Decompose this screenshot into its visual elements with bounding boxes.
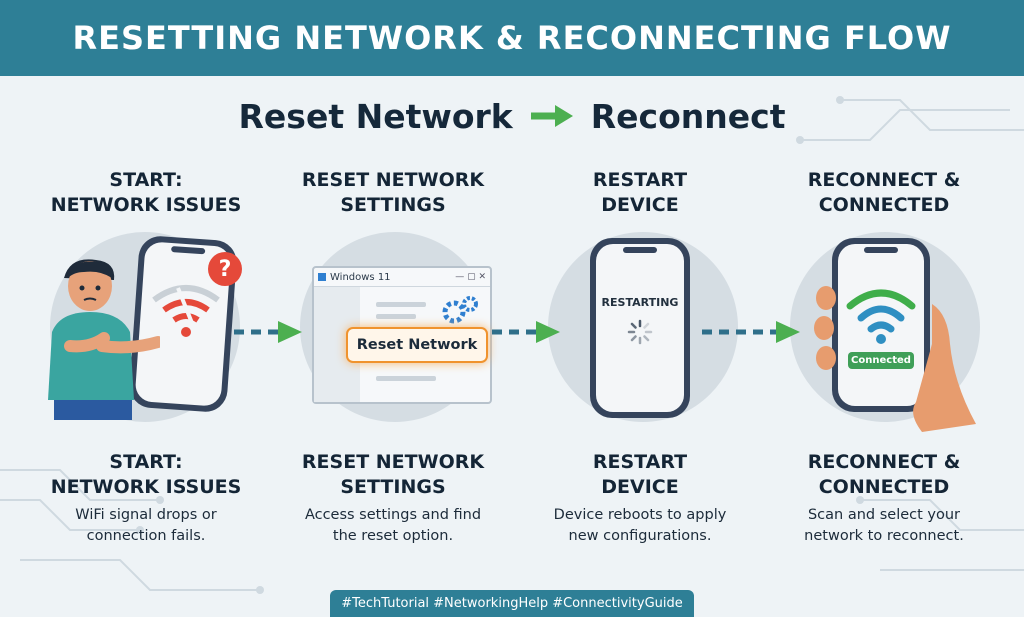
step-3-description: Device reboots to apply new configuratio… — [530, 505, 750, 547]
wifi-connected-icon — [846, 289, 916, 344]
window-controls-icon: — ▢ ✕ — [455, 272, 486, 282]
flow-arrow-2-icon — [492, 321, 560, 343]
step-4-description: Scan and select your network to reconnec… — [774, 505, 994, 547]
step-1-title-line1: START: — [109, 451, 183, 473]
gear-icon — [442, 296, 478, 324]
subtitle-to: Reconnect — [590, 96, 786, 136]
step-3-title-line2: DEVICE — [601, 476, 679, 498]
banner-title: RESETTING NETWORK & RECONNECTING FLOW — [72, 19, 952, 57]
step-1-desc-line1: WiFi signal drops or — [75, 507, 217, 523]
step-2-title-line1: RESET NETWORK — [301, 169, 485, 191]
setting-line — [376, 302, 426, 307]
step-3-desc-line1: Device reboots to apply — [553, 507, 727, 523]
step-3-title-line2: DEVICE — [601, 194, 679, 216]
step-2-title-top: RESET NETWORK SETTINGS — [283, 168, 503, 218]
flow-arrow-1-icon — [234, 321, 302, 343]
step-2-title-line2: SETTINGS — [340, 476, 446, 498]
setting-line — [376, 314, 416, 319]
step-1-title-line2: NETWORK ISSUES — [50, 476, 242, 498]
hand-holding-phone-icon — [814, 286, 976, 432]
step-4-desc-line1: Scan and select your — [807, 507, 961, 523]
step-1-title-line1: START: — [109, 169, 183, 191]
step-4-title-top: RECONNECT & CONNECTED — [774, 168, 994, 218]
hashtag-footer: #TechTutorial #NetworkingHelp #Connectiv… — [330, 590, 694, 617]
title-banner: RESETTING NETWORK & RECONNECTING FLOW — [0, 0, 1024, 76]
reset-network-label: Reset Network — [356, 337, 478, 353]
question-bubble-icon: ? — [208, 252, 242, 286]
step-1-desc-line2: connection fails. — [86, 528, 206, 544]
setting-line — [376, 376, 436, 381]
flow-arrow-3-icon — [702, 321, 800, 343]
step-1-title-top: START: NETWORK ISSUES — [36, 168, 256, 218]
step-3-title-top: RESTART DEVICE — [530, 168, 750, 218]
step-4-title-line1: RECONNECT & — [807, 451, 961, 473]
reset-network-button[interactable]: Reset Network — [346, 327, 488, 363]
subtitle-arrow-icon — [530, 105, 573, 127]
step-2-title-bottom: RESET NETWORK SETTINGS — [283, 450, 503, 500]
window-title-bar: Windows 11 — ▢ ✕ — [314, 268, 490, 287]
phone-notch — [864, 247, 898, 253]
step-3-desc-line2: new configurations. — [568, 528, 712, 544]
step-4-title-line1: RECONNECT & — [807, 169, 961, 191]
step-4-desc-line2: network to reconnect. — [804, 528, 964, 544]
window-title: Windows 11 — [330, 271, 391, 283]
broken-wifi-icon — [152, 285, 220, 337]
loading-spinner-icon — [627, 319, 653, 345]
step-3-title-line1: RESTART — [592, 451, 688, 473]
step-4-title-line2: CONNECTED — [818, 194, 950, 216]
step-2-title-line2: SETTINGS — [340, 194, 446, 216]
flow-subtitle: Reset Network Reconnect — [0, 92, 1024, 140]
confused-person-icon — [48, 259, 160, 420]
step-2-desc-line2: the reset option. — [332, 528, 454, 544]
hashtags: #TechTutorial #NetworkingHelp #Connectiv… — [341, 596, 683, 611]
windows-logo-icon — [318, 273, 326, 281]
connected-badge: Connected — [848, 352, 914, 369]
restarting-label: RESTARTING — [601, 296, 679, 309]
step-3-title-line1: RESTART — [592, 169, 688, 191]
step-1-title-bottom: START: NETWORK ISSUES — [36, 450, 256, 500]
step-1-title-line2: NETWORK ISSUES — [50, 194, 242, 216]
connected-label: Connected — [851, 355, 911, 366]
phone-notch — [623, 247, 657, 253]
step-3-phone — [590, 238, 690, 418]
step-2-description: Access settings and find the reset optio… — [283, 505, 503, 547]
step-2-title-line1: RESET NETWORK — [301, 451, 485, 473]
subtitle-from: Reset Network — [238, 96, 513, 136]
question-mark: ? — [218, 256, 232, 282]
step-1-description: WiFi signal drops or connection fails. — [36, 505, 256, 547]
step-3-phone-screen — [596, 244, 684, 412]
step-2-desc-line1: Access settings and find — [304, 507, 482, 523]
step-4-title-bottom: RECONNECT & CONNECTED — [774, 450, 994, 500]
step-4-title-line2: CONNECTED — [818, 476, 950, 498]
step-3-title-bottom: RESTART DEVICE — [530, 450, 750, 500]
